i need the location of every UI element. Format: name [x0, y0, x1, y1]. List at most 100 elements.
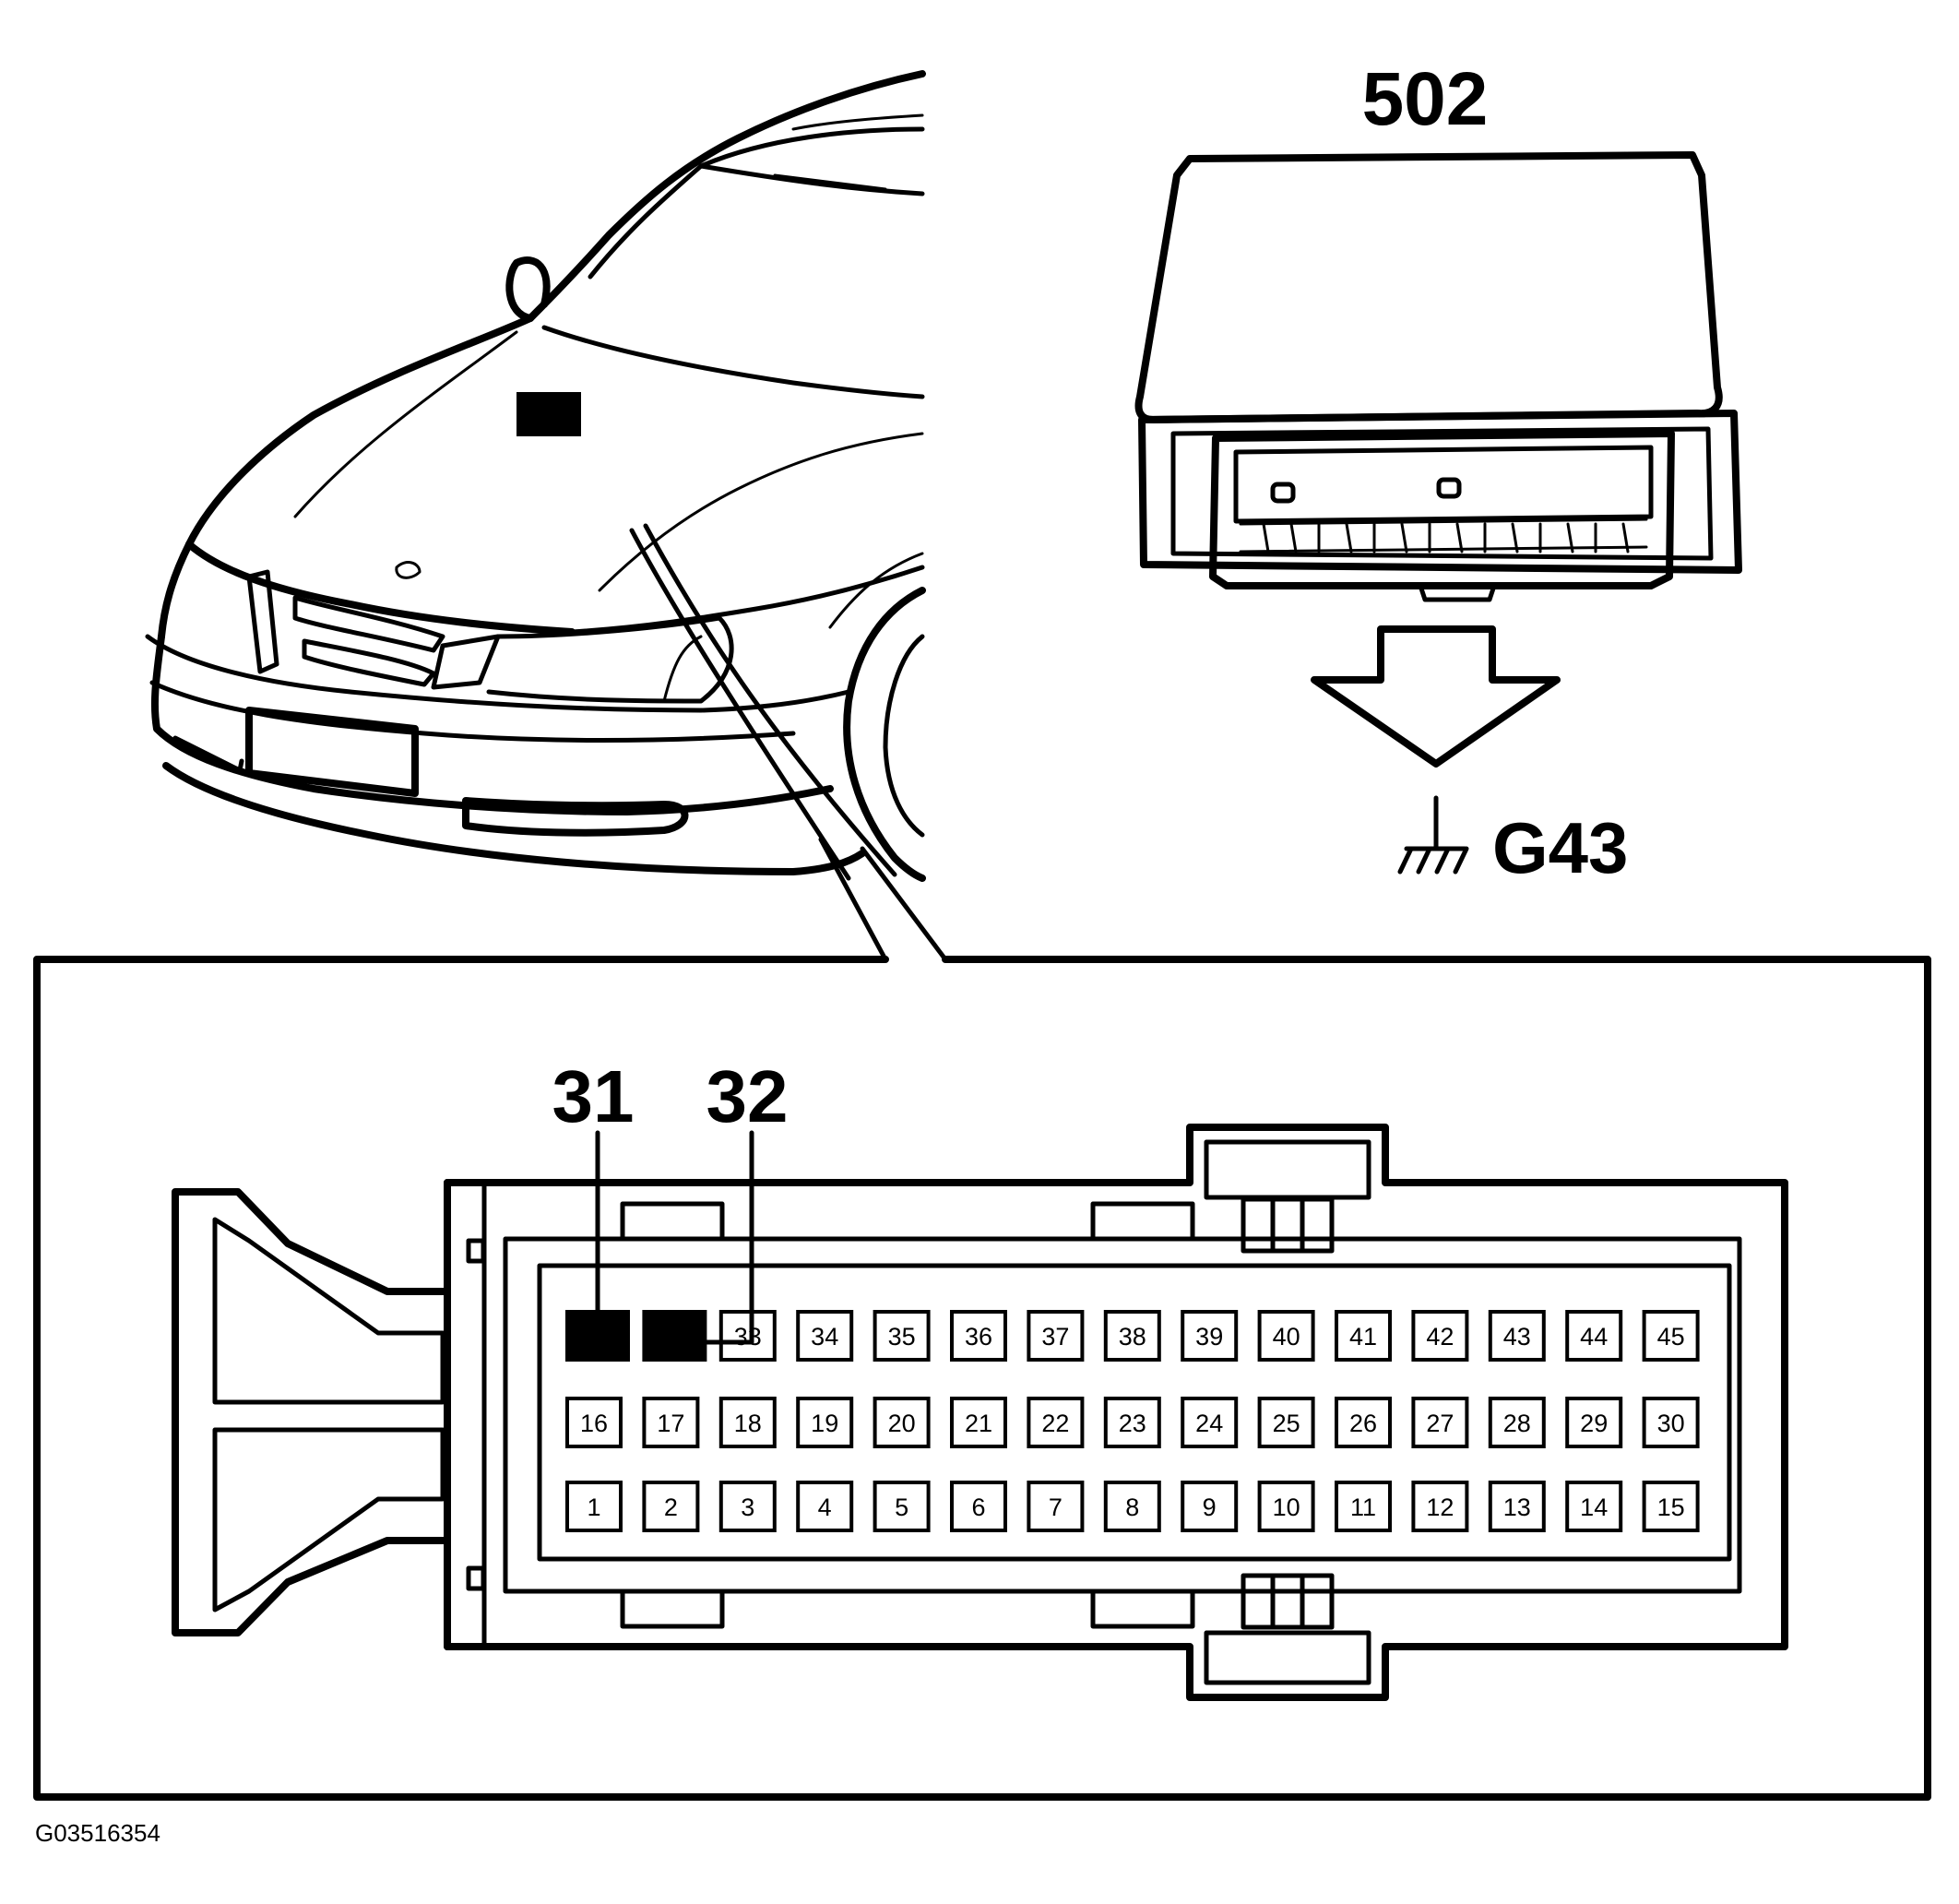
pin-cell: 19	[796, 1397, 854, 1448]
pin-3	[718, 1481, 777, 1532]
module-pin-row	[1239, 518, 1648, 553]
pin-number-label: 10	[1273, 1493, 1300, 1521]
pin-number-label: 40	[1273, 1323, 1300, 1351]
pin-40	[1257, 1310, 1315, 1362]
pin-cell: 7	[1027, 1481, 1085, 1532]
pin-cell: 35	[873, 1310, 931, 1362]
pin-number-label: 6	[971, 1493, 985, 1521]
pin-number-label: 16	[580, 1410, 608, 1437]
pin-number-label: 4	[818, 1493, 832, 1521]
pin-cell: 8	[1103, 1481, 1161, 1532]
pin-cell: 12	[1411, 1481, 1469, 1532]
pin-14	[1565, 1481, 1623, 1532]
pin-13	[1488, 1481, 1546, 1532]
pin-35	[873, 1310, 931, 1362]
pin-43	[1488, 1310, 1546, 1362]
connector-detail-frame	[33, 956, 1931, 1801]
pin-number-label: 22	[1041, 1410, 1069, 1437]
pin-number-label: 43	[1503, 1323, 1531, 1351]
pin-number-label: 15	[1657, 1493, 1685, 1521]
pin-number-label: 27	[1426, 1410, 1454, 1437]
pin-number-label: 29	[1580, 1410, 1608, 1437]
pin-41	[1335, 1310, 1392, 1362]
pin-16	[565, 1397, 623, 1448]
pin-cell: 38	[1103, 1310, 1161, 1362]
pin-cell: 20	[873, 1397, 931, 1448]
pin-31-highlighted	[565, 1310, 630, 1362]
pin-number-label: 30	[1657, 1410, 1685, 1437]
pin-cell: 41	[1335, 1310, 1392, 1362]
pin-number-label: 17	[657, 1410, 684, 1437]
pin-callout-32: 32	[706, 1055, 789, 1137]
pin-28	[1488, 1397, 1546, 1448]
pin-number-label: 41	[1349, 1323, 1377, 1351]
pin-2	[642, 1481, 700, 1532]
pin-36	[950, 1310, 1007, 1362]
pin-number-label: 3	[741, 1493, 754, 1521]
connector-body	[172, 1124, 1788, 1701]
pin-number-label: 7	[1049, 1493, 1063, 1521]
pin-34	[796, 1310, 854, 1362]
pin-37	[1027, 1310, 1085, 1362]
pin-39	[1181, 1310, 1239, 1362]
ground-arrow	[1311, 625, 1561, 768]
pin-cell: 33	[718, 1310, 777, 1362]
pin-cell: 6	[950, 1481, 1007, 1532]
pin-10	[1257, 1481, 1315, 1532]
pin-cell	[565, 1310, 630, 1362]
pin-cell: 1	[565, 1481, 623, 1532]
pin-8	[1103, 1481, 1161, 1532]
pin-number-label: 28	[1503, 1410, 1531, 1437]
pin-5	[873, 1481, 931, 1532]
pin-cell: 13	[1488, 1481, 1546, 1532]
pin-9	[1181, 1481, 1239, 1532]
pin-19	[796, 1397, 854, 1448]
pin-number-label: 21	[965, 1410, 992, 1437]
pin-11	[1335, 1481, 1392, 1532]
pin-17	[642, 1397, 700, 1448]
pin-cell: 36	[950, 1310, 1007, 1362]
pin-6	[950, 1481, 1007, 1532]
pin-number-label: 14	[1580, 1493, 1608, 1521]
pin-number-label: 26	[1349, 1410, 1377, 1437]
pin-4	[796, 1481, 854, 1532]
pin-callout-31: 31	[552, 1055, 635, 1137]
pin-number-label: 1	[587, 1493, 600, 1521]
pin-number-label: 19	[811, 1410, 838, 1437]
pin-cell: 43	[1488, 1310, 1546, 1362]
pin-number-label: 44	[1580, 1323, 1608, 1351]
pin-number-label: 11	[1350, 1493, 1376, 1521]
pin-cell: 30	[1642, 1397, 1700, 1448]
pin-cell: 28	[1488, 1397, 1546, 1448]
pin-cell: 14	[1565, 1481, 1623, 1532]
pin-number-label: 9	[1203, 1493, 1217, 1521]
pin-number-label: 12	[1426, 1493, 1454, 1521]
pin-cell: 18	[718, 1397, 777, 1448]
pin-44	[1565, 1310, 1623, 1362]
ground-label: G43	[1492, 807, 1628, 888]
pin-cell: 22	[1027, 1397, 1085, 1448]
pin-cell: 29	[1565, 1397, 1623, 1448]
pin-number-label: 8	[1125, 1493, 1139, 1521]
pin-number-label: 24	[1195, 1410, 1223, 1437]
car-front-illustration	[145, 70, 948, 962]
pin-cell: 37	[1027, 1310, 1085, 1362]
pin-45	[1642, 1310, 1700, 1362]
pin-cell: 44	[1565, 1310, 1623, 1362]
figure-code-label: G03516354	[35, 1819, 160, 1847]
pin-cell: 24	[1181, 1397, 1239, 1448]
pin-cell: 40	[1257, 1310, 1315, 1362]
pin-cell: 15	[1642, 1481, 1700, 1532]
pin-cell: 45	[1642, 1310, 1700, 1362]
pin-number-label: 42	[1426, 1323, 1454, 1351]
pin-30	[1642, 1397, 1700, 1448]
pin-number-label: 38	[1119, 1323, 1146, 1351]
pin-cell: 39	[1181, 1310, 1239, 1362]
pin-number-label: 18	[734, 1410, 762, 1437]
module-number-label: 502	[1362, 57, 1489, 141]
pin-7	[1027, 1481, 1085, 1532]
pin-32-highlighted	[642, 1310, 707, 1362]
pin-number-label: 34	[811, 1323, 838, 1351]
